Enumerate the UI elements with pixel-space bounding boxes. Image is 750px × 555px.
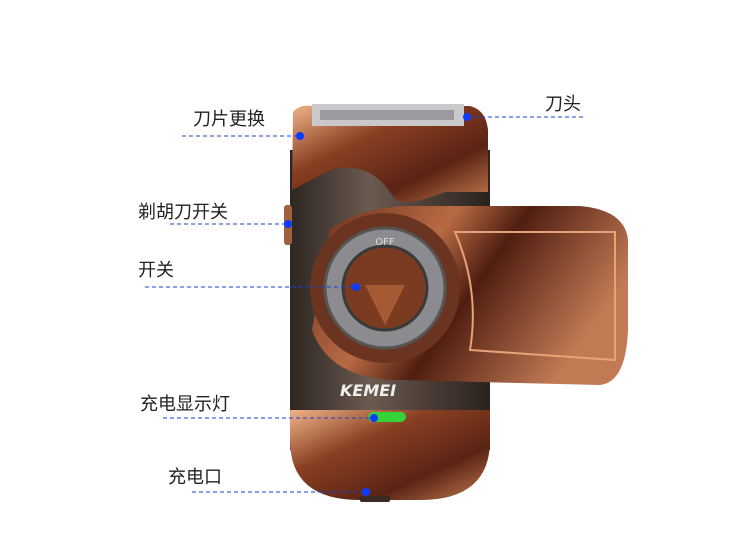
label-charge-port: 充电口: [168, 467, 222, 488]
charge-port: [360, 496, 390, 502]
callout-lines: [145, 116, 585, 493]
bottom-cap: [290, 410, 490, 500]
arm-bevel: [453, 231, 616, 362]
brand-logo: KEMEI: [340, 381, 396, 400]
callout-dot: [362, 488, 370, 496]
callout-dots: [284, 113, 471, 496]
label-power-switch: 开关: [138, 260, 174, 281]
label-cutter-head: 刀头: [545, 94, 581, 115]
power-button: [365, 285, 405, 325]
foil-mesh: [320, 110, 454, 120]
callout-dot: [352, 283, 360, 291]
dial-off-mark: OFF: [375, 237, 395, 248]
shaver-head: [292, 105, 488, 202]
label-blade-replacement: 刀片更换: [193, 109, 265, 130]
label-charge-indicator: 充电显示灯: [140, 394, 230, 415]
callout-dot: [370, 414, 378, 422]
callout-dot: [296, 132, 304, 140]
callout-dot: [284, 220, 292, 228]
callout-dot: [463, 113, 471, 121]
label-trimmer-switch: 剃胡刀开关: [138, 202, 228, 223]
